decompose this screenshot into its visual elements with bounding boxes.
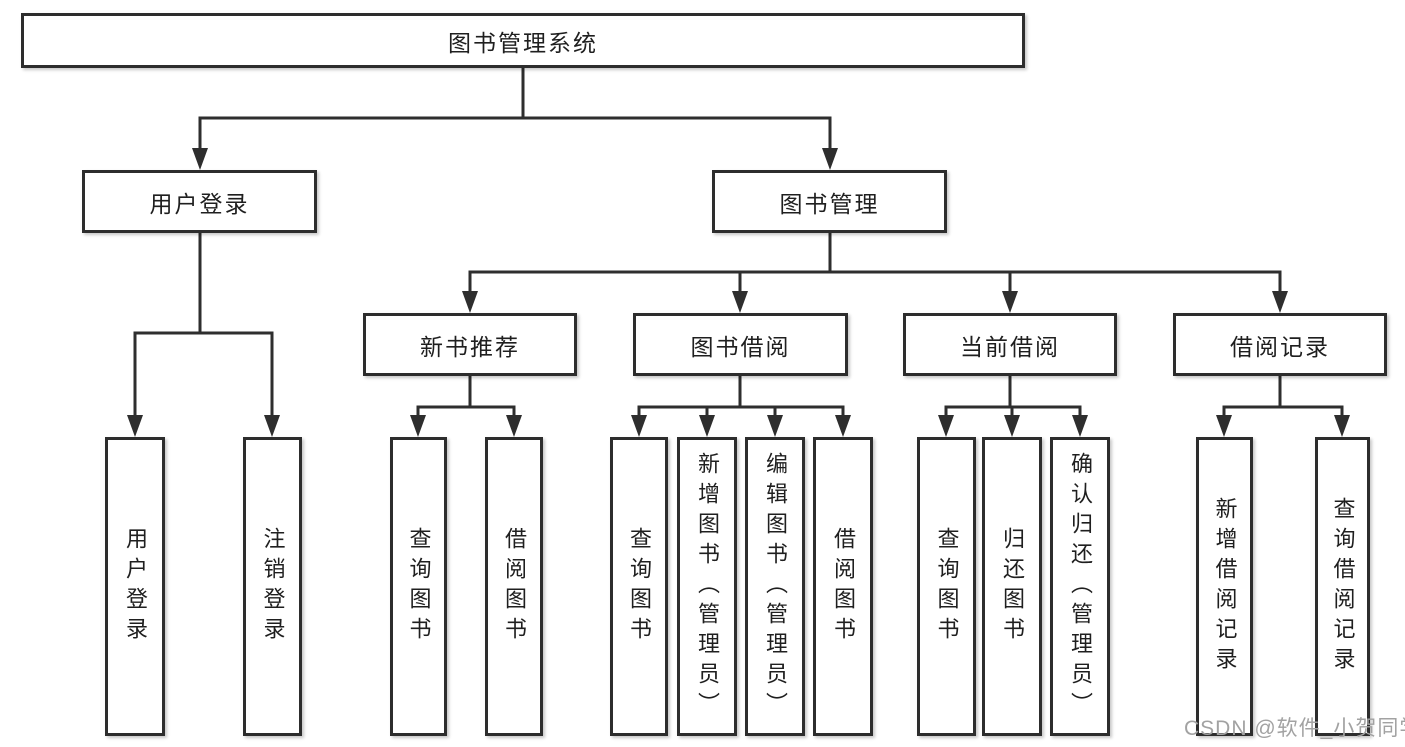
node-book-borrowing: 图书借阅 xyxy=(633,313,848,376)
node-label: 借阅记录 xyxy=(1230,333,1330,360)
node-label: 查询借阅记录 xyxy=(1330,496,1356,677)
leaf-borrowing-query-book: 查询图书 xyxy=(610,437,668,736)
node-user-login: 用户登录 xyxy=(82,170,317,233)
node-label: 编辑图书（管理员） xyxy=(763,451,788,722)
arrowhead-icons xyxy=(127,148,1350,437)
node-library-system-root: 图书管理系统 xyxy=(21,13,1025,68)
node-current-borrowing: 当前借阅 xyxy=(903,313,1117,376)
node-label: 借阅图书 xyxy=(502,526,527,647)
node-label: 图书管理系统 xyxy=(448,29,598,56)
node-borrowing-records: 借阅记录 xyxy=(1173,313,1387,376)
leaf-recommend-query-book: 查询图书 xyxy=(390,437,447,736)
node-label: 查询图书 xyxy=(406,526,432,647)
node-label: 查询图书 xyxy=(627,526,652,647)
node-label: 归还图书 xyxy=(1000,526,1025,647)
node-label: 借阅图书 xyxy=(831,526,856,647)
node-label: 用户登录 xyxy=(123,526,148,647)
node-label: 用户登录 xyxy=(149,190,250,217)
leaf-user-login: 用户登录 xyxy=(105,437,165,736)
node-label: 查询图书 xyxy=(934,526,960,647)
leaf-borrow-book: 借阅图书 xyxy=(813,437,873,736)
leaf-return-book: 归还图书 xyxy=(982,437,1042,736)
node-label: 新增图书（管理员） xyxy=(695,451,720,722)
node-label: 图书管理 xyxy=(779,190,880,217)
node-label: 当前借阅 xyxy=(960,333,1060,360)
node-label: 新增借阅记录 xyxy=(1212,496,1238,677)
leaf-logout: 注销登录 xyxy=(243,437,302,736)
tree-connector-lines xyxy=(133,68,1344,416)
leaf-confirm-return-admin: 确认归还（管理员） xyxy=(1050,437,1110,736)
leaf-recommend-borrow-book: 借阅图书 xyxy=(485,437,543,736)
node-book-management: 图书管理 xyxy=(712,170,947,233)
csdn-watermark: CSDN @软件_小贺同学 xyxy=(1184,717,1405,740)
leaf-query-borrow-record: 查询借阅记录 xyxy=(1315,437,1370,736)
leaf-add-book-admin: 新增图书（管理员） xyxy=(677,437,737,736)
node-new-book-recommendation: 新书推荐 xyxy=(363,313,577,376)
node-label: 图书借阅 xyxy=(690,333,791,360)
leaf-edit-book-admin: 编辑图书（管理员） xyxy=(745,437,805,736)
node-label: 确认归还（管理员） xyxy=(1068,451,1093,722)
node-label: 注销登录 xyxy=(260,526,286,647)
node-label: 新书推荐 xyxy=(420,333,520,360)
leaf-current-query-book: 查询图书 xyxy=(917,437,976,736)
leaf-add-borrow-record: 新增借阅记录 xyxy=(1196,437,1253,736)
